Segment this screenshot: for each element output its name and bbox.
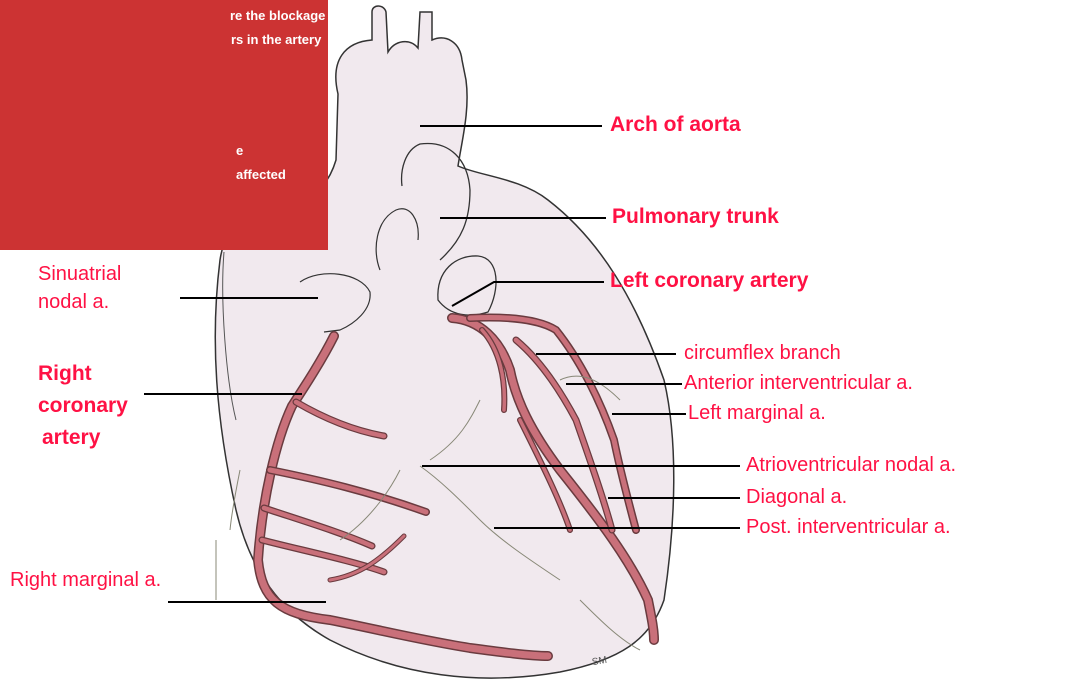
label-diagonal: Diagonal a. xyxy=(746,485,847,509)
label-left-marginal: Left marginal a. xyxy=(688,401,826,425)
label-circumflex-branch: circumflex branch xyxy=(684,341,841,365)
label-right-coronary-line3: artery xyxy=(42,426,100,450)
label-right-marginal: Right marginal a. xyxy=(10,568,161,592)
label-right-coronary-line2: coronary xyxy=(38,394,128,418)
label-left-coronary-artery: Left coronary artery xyxy=(610,269,808,293)
label-pulmonary-trunk: Pulmonary trunk xyxy=(612,205,779,229)
label-right-coronary-line1: Right xyxy=(38,362,92,386)
overlay-line-2: rs in the artery xyxy=(231,32,321,48)
overlay-line-4: affected xyxy=(236,167,286,183)
label-sinuatrial-line1: Sinuatrial xyxy=(38,262,121,286)
overlay-line-3: e xyxy=(236,143,243,159)
label-arch-of-aorta: Arch of aorta xyxy=(610,113,741,137)
overlay-line-1: re the blockage xyxy=(230,8,325,24)
label-sinuatrial-line2: nodal a. xyxy=(38,290,109,314)
label-post-interventricular: Post. interventricular a. xyxy=(746,515,951,539)
label-atrioventricular-nodal: Atrioventricular nodal a. xyxy=(746,453,956,477)
label-anterior-interventricular: Anterior interventricular a. xyxy=(684,371,913,395)
info-overlay-panel: re the blockage rs in the artery e affec… xyxy=(0,0,328,250)
